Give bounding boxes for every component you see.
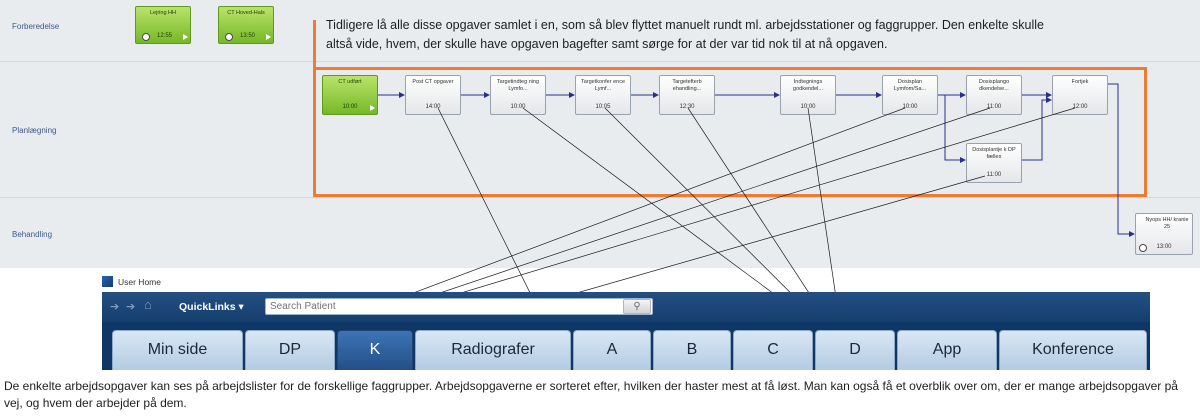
task-name: Dosisplan Lymfom/Sa...: [893, 79, 927, 92]
task-time: 12:00: [1072, 104, 1088, 110]
clock-icon: [142, 33, 150, 41]
forward-arrow-icon[interactable]: ➔: [126, 301, 136, 313]
task-time: 10:00: [800, 104, 816, 110]
tab-c[interactable]: C: [733, 330, 813, 370]
task-time: 10:00: [510, 104, 526, 110]
window-title: User Home: [118, 276, 161, 287]
lane-label-forberedelse: Forberedelse: [12, 22, 60, 31]
window-titlebar: User Home: [102, 276, 161, 290]
flag-icon: [266, 34, 271, 40]
quicklinks-button[interactable]: QuickLinks ▾: [179, 301, 244, 313]
user-home-app: ➔ ➔ ⌂ QuickLinks ▾ ⚲ Min side DP K Radio…: [102, 292, 1150, 370]
task-name: Nyops HH/ kranie 25: [1145, 217, 1189, 230]
task-name: Fortjek: [1071, 79, 1089, 85]
task-time: 12:55: [156, 33, 172, 39]
annotation-marker: [313, 20, 316, 69]
task-name: Targetindteg ning Lymfo...: [496, 79, 540, 92]
flag-icon: [183, 34, 188, 40]
task-time: 14:00: [425, 104, 441, 110]
clock-icon: [1139, 244, 1147, 252]
annotation-text: Tidligere lå alle disse opgaver samlet i…: [326, 18, 1044, 51]
tab-strip: Min side DP K Radiografer A B C D App Ko…: [102, 330, 1150, 370]
toolbar: ➔ ➔ ⌂ QuickLinks ▾ ⚲: [102, 292, 1150, 322]
tab-radiografer[interactable]: Radiografer: [415, 330, 571, 370]
task-time: 12:30: [679, 104, 695, 110]
lane-label-planlaegning: Planlægning: [12, 126, 57, 135]
task-name: Lejring HH: [150, 10, 176, 16]
task-time: 10:00: [902, 104, 918, 110]
task-name: Targetefterb ehandling...: [672, 79, 702, 92]
search-patient-input[interactable]: [265, 298, 653, 315]
tab-dp[interactable]: DP: [245, 330, 335, 370]
task-time: 13:00: [1156, 244, 1172, 250]
home-icon[interactable]: ⌂: [144, 297, 152, 312]
lane-behandling: Behandling: [0, 198, 1200, 268]
task-time: 13:50: [239, 33, 255, 39]
tab-b[interactable]: B: [653, 330, 731, 370]
tab-min-side[interactable]: Min side: [112, 330, 243, 370]
task-lejring-hh[interactable]: Lejring HH 12:55: [135, 6, 191, 44]
search-icon[interactable]: ⚲: [623, 299, 651, 314]
workflow-board: Forberedelse Planlægning Behandling Lejr…: [0, 0, 1200, 268]
task-name: Indtegnings godkendel...: [793, 79, 823, 92]
task-name: Dosisplango dkendelse...: [978, 79, 1010, 92]
task-name: Targetkonfer ence Lymf...: [580, 79, 626, 92]
task-name: Post CT opgaver: [412, 79, 454, 85]
lane-forberedelse: Forberedelse: [0, 0, 1200, 62]
task-name: CT udført: [338, 79, 362, 85]
clock-icon: [225, 33, 233, 41]
lane-label-behandling: Behandling: [12, 230, 53, 239]
tab-k[interactable]: K: [337, 330, 413, 370]
task-time: 10:00: [342, 104, 358, 110]
caption-text: De enkelte arbejdsopgaver kan ses på arb…: [4, 379, 1178, 410]
task-nyops[interactable]: Nyops HH/ kranie 25 13:00: [1135, 213, 1193, 255]
tab-app[interactable]: App: [897, 330, 997, 370]
task-time: 10:05: [595, 104, 611, 110]
back-arrow-icon[interactable]: ➔: [110, 301, 120, 313]
annotation-highlight-box: [313, 67, 1147, 197]
task-name: CT Hoved-Hals: [227, 10, 265, 16]
tab-a[interactable]: A: [573, 330, 651, 370]
tab-konference[interactable]: Konference: [999, 330, 1147, 370]
task-ct-hoved-hals[interactable]: CT Hoved-Hals 13:50: [218, 6, 274, 44]
tab-d[interactable]: D: [815, 330, 895, 370]
task-time: 11:00: [986, 104, 1002, 110]
app-logo-icon: [102, 276, 113, 288]
